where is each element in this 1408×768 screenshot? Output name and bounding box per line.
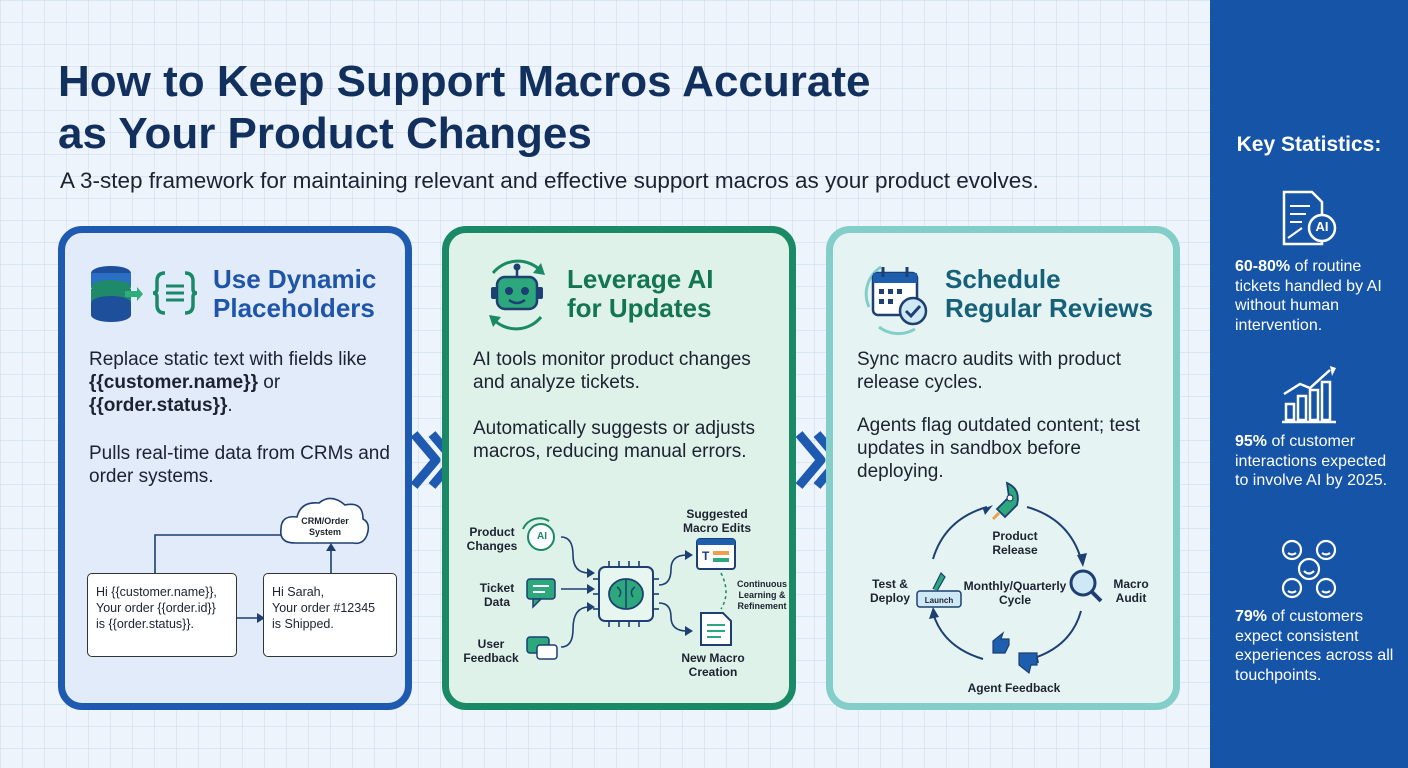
cloud-label: CRM/Order System: [301, 516, 349, 537]
placeholder-token: {{customer.name}}: [89, 372, 258, 393]
placeholder-flow-connectors: [154, 497, 370, 623]
template-line: Hi {{customer.name}},: [96, 585, 217, 599]
stat-value: 60-80%: [1235, 258, 1291, 275]
database-icon: [91, 266, 143, 322]
code-braces-icon: [152, 271, 198, 315]
key-statistics-sidebar: Key Statistics: AI 60-80% of routine tic…: [1210, 0, 1408, 768]
card-leverage-ai: Leverage AI for Updates AI tools monitor…: [442, 226, 796, 710]
text-span: .: [227, 395, 233, 416]
card-paragraph-2: Agents flag outdated content; test updat…: [857, 415, 1141, 482]
card-title: Leverage AI for Updates: [567, 265, 767, 323]
stat-item: 95% of customer interactions expected to…: [1235, 432, 1395, 491]
stat-text: of customers expect consistent experienc…: [1235, 608, 1394, 684]
ai-flow-diagram: T: [522, 517, 736, 660]
output-line: Hi Sarah,: [272, 585, 325, 599]
review-cycle-diagram: [916, 481, 1103, 675]
cycle-product-release: Product Release: [992, 529, 1038, 557]
cycle-agent-feedback: Agent Feedback: [967, 681, 1061, 695]
page-title: How to Keep Support Macros Accurate as Y…: [58, 56, 1058, 160]
cycle-center-label: Monthly/Quarterly Cycle: [963, 579, 1067, 607]
text-span: Replace static text with fields like: [89, 349, 367, 370]
card-title-line2: Regular Reviews: [945, 293, 1154, 323]
template-message-box: Hi {{customer.name}}, Your order {{order…: [87, 573, 237, 657]
template-line: is {{order.status}}.: [96, 617, 194, 631]
card-title: Schedule Regular Reviews: [945, 265, 1175, 323]
output-suggested-edits: Suggested Macro Edits: [682, 507, 751, 535]
customers-faces-icon: [1281, 539, 1337, 599]
input-user-feedback: User Feedback: [463, 637, 519, 665]
stat-item: 60-80% of routine tickets handled by AI …: [1235, 257, 1395, 335]
card-title-line1: Schedule: [945, 264, 1061, 294]
card-title-line2: for Updates: [567, 293, 712, 323]
card-paragraph-1: Replace static text with fields like {{c…: [89, 348, 399, 417]
card-title-line2: Placeholders: [213, 293, 375, 323]
card-dynamic-placeholders: Use Dynamic Placeholders Replace static …: [58, 226, 412, 710]
page-title-line1: How to Keep Support Macros Accurate: [58, 57, 871, 106]
card-paragraph-2: Automatically suggests or adjusts macros…: [473, 418, 755, 462]
loop-label: Continuous Learning & Refinement: [737, 579, 787, 611]
ai-badge-text: AI: [537, 531, 547, 542]
ai-document-icon: [1282, 190, 1337, 246]
page-title-line2: as Your Product Changes: [58, 109, 592, 158]
stat-text: of routine tickets handled by AI without…: [1235, 258, 1382, 334]
placeholder-token: {{order.status}}: [89, 395, 228, 416]
stat-text: of customer interactions expected to inv…: [1235, 433, 1388, 489]
text-span: or: [257, 372, 281, 393]
cycle-macro-audit: Macro Audit: [1113, 577, 1149, 605]
template-line: Your order {{order.id}}: [96, 601, 216, 615]
robot-cycle-icon: [489, 259, 545, 331]
sidebar-title: Key Statistics:: [1236, 133, 1382, 156]
card-title-line1: Leverage AI: [567, 264, 714, 294]
output-line: is Shipped.: [272, 617, 334, 631]
calendar-check-icon: [864, 265, 928, 336]
card-paragraph-1: AI tools monitor product changes and ana…: [473, 349, 751, 393]
output-new-macro: New Macro Creation: [681, 651, 745, 679]
stat-item: 79% of customers expect consistent exper…: [1235, 607, 1395, 685]
input-product-changes: Product Changes: [466, 525, 518, 553]
card-paragraph-2: Pulls real-time data from CRMs and order…: [89, 443, 390, 487]
card-title: Use Dynamic Placeholders: [213, 265, 413, 323]
output-line: Your order #12345: [272, 601, 376, 615]
stat-value: 95%: [1235, 433, 1268, 450]
launch-button-label: Launch: [924, 596, 954, 605]
ai-document-icon-badge: AI: [1315, 219, 1329, 234]
card-title-line1: Use Dynamic: [213, 264, 377, 294]
bar-chart-growth-icon: [1282, 366, 1336, 424]
card-regular-reviews: Schedule Regular Reviews Sync macro audi…: [826, 226, 1180, 710]
svg-text:T: T: [702, 549, 710, 563]
card-paragraph-1: Sync macro audits with product release c…: [857, 349, 1122, 393]
stat-value: 79%: [1235, 608, 1268, 625]
page-subtitle: A 3-step framework for maintaining relev…: [60, 168, 1039, 193]
cycle-test-deploy: Test & Deploy: [869, 577, 910, 605]
input-ticket-data: Ticket Data: [479, 581, 515, 609]
output-message-box: Hi Sarah, Your order #12345 is Shipped.: [263, 573, 397, 657]
